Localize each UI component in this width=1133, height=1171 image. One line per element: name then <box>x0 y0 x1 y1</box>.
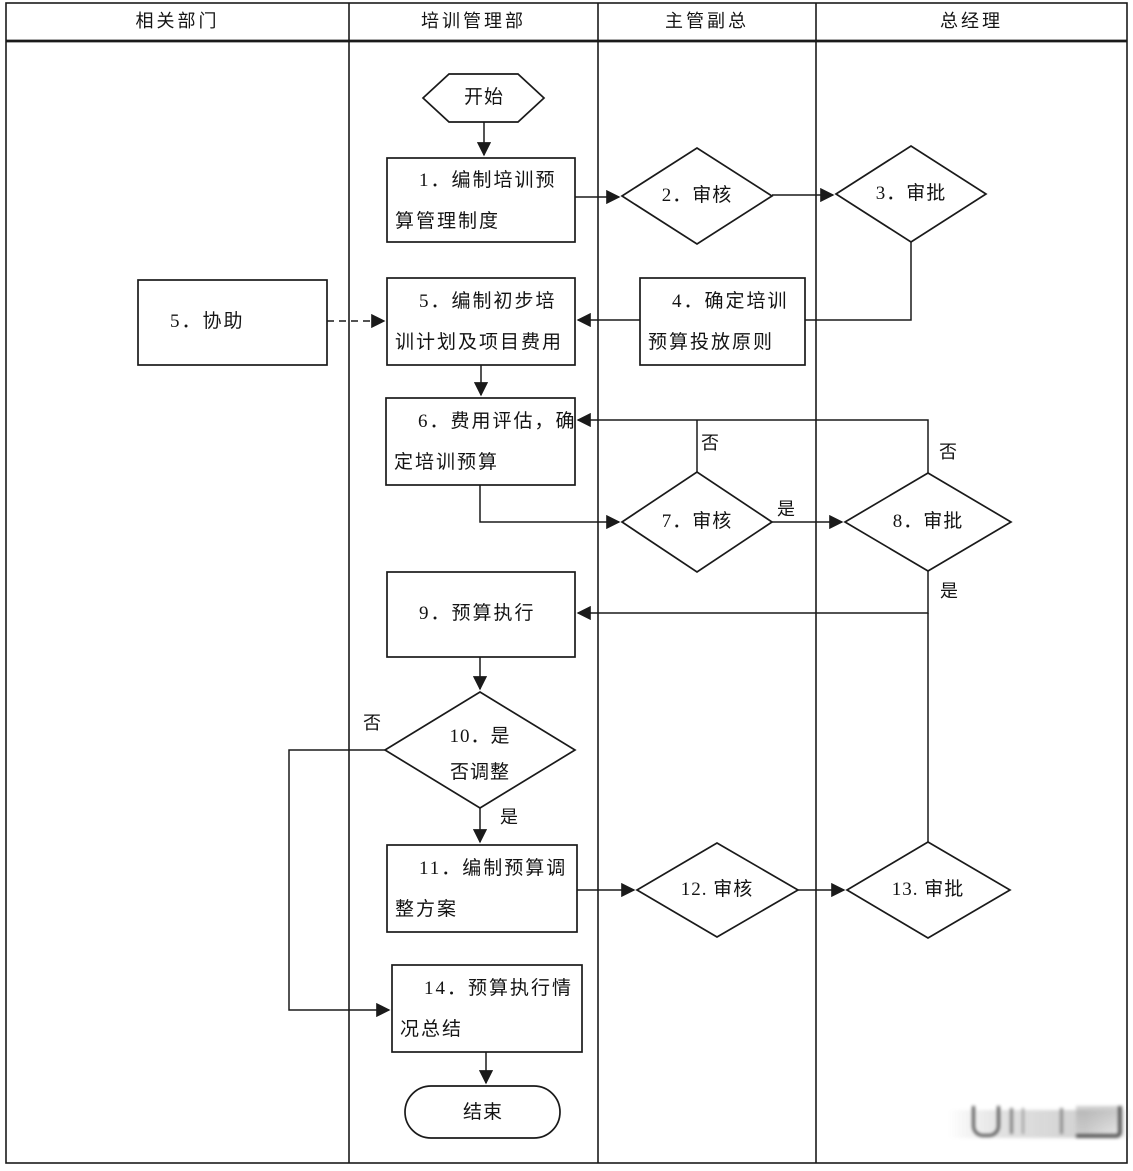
decision-12-shape <box>635 842 800 938</box>
watermark-tick-1 <box>1010 1108 1013 1134</box>
process-5-shape <box>386 277 576 366</box>
start-terminator-shape <box>421 73 546 123</box>
decision-3-shape <box>834 144 988 244</box>
edge-label-7-no: 否 <box>701 433 719 453</box>
decision-10-line2: 否调整 <box>449 762 510 783</box>
process-14-label: 14．预算执行情 况总结 <box>400 968 580 1050</box>
process-14-shape <box>391 964 583 1053</box>
decision-13-shape <box>845 841 1012 939</box>
edge-label-8-no: 否 <box>939 442 957 462</box>
process-1-shape <box>386 157 576 243</box>
decision-7-label: 7．审核 <box>661 511 733 532</box>
end-label: 结束 <box>462 1102 503 1123</box>
end-terminator-shape <box>404 1085 561 1139</box>
edge-6-to-7 <box>479 485 621 530</box>
process-1-line1: 1．编制培训预 <box>419 170 557 191</box>
process-4-line1: 4．确定培训 <box>672 291 789 312</box>
edge-10-no-to-14 <box>288 749 391 1018</box>
decision-7-shape <box>620 470 774 574</box>
decision-8-shape <box>843 472 1013 572</box>
decision-10-line1: 10．是 <box>449 726 511 747</box>
process-6-line2: 定培训预算 <box>394 452 500 473</box>
decision-10-label: 10．是 否调整 <box>420 719 540 791</box>
process-6-shape <box>385 397 576 486</box>
decision-12-label: 12. 审核 <box>680 879 754 900</box>
process-14-line2: 况总结 <box>400 1019 464 1040</box>
process-1-label: 1．编制培训预 算管理制度 <box>395 160 570 242</box>
process-9-line1: 9．预算执行 <box>419 603 536 624</box>
outer-border <box>5 2 1128 1164</box>
process-4-label: 4．确定培训 预算投放原则 <box>648 281 803 363</box>
process-5-label: 5．编制初步培 训计划及项目费用 <box>395 281 573 363</box>
watermark-hook-stroke <box>1076 1106 1122 1138</box>
process-9-label: 9．预算执行 <box>395 593 570 634</box>
process-11-shape <box>386 844 578 933</box>
process-1-line2: 算管理制度 <box>395 211 501 232</box>
start-label: 开始 <box>463 87 504 108</box>
decision-3-label: 3．审批 <box>875 183 947 204</box>
process-11-label: 11．编制预算调 整方案 <box>395 848 573 930</box>
edge-label-7-yes: 是 <box>777 499 795 519</box>
process-assist-label: 5．协助 <box>146 301 321 342</box>
watermark-u-stroke <box>972 1106 1000 1137</box>
lane-header-training-mgmt: 培训管理部 <box>421 11 526 31</box>
decision-10-shape <box>383 691 577 809</box>
process-11-line2: 整方案 <box>395 899 459 920</box>
edge-label-10-yes: 是 <box>500 807 518 827</box>
decision-2-label: 2．审核 <box>661 185 733 206</box>
process-6-label: 6．费用评估，确 定培训预算 <box>394 401 577 483</box>
lane-header-vp: 主管副总 <box>665 11 749 31</box>
watermark-tick-2 <box>1022 1108 1024 1134</box>
decision-13-label: 13. 审批 <box>891 879 965 900</box>
process-4-line2: 预算投放原则 <box>648 332 775 353</box>
process-5-line2: 训计划及项目费用 <box>395 332 564 353</box>
process-11-line1: 11．编制预算调 <box>419 858 568 879</box>
edge-label-8-yes: 是 <box>940 581 958 601</box>
edge-label-10-no: 否 <box>363 713 381 733</box>
process-5-line1: 5．编制初步培 <box>419 291 557 312</box>
process-9-shape <box>386 571 576 658</box>
process-assist-line1: 5．协助 <box>170 311 245 332</box>
lane-header-gm: 总经理 <box>940 11 1003 31</box>
lane-header-related-depts: 相关部门 <box>135 11 220 31</box>
process-4-shape <box>639 277 806 366</box>
process-14-line1: 14．预算执行情 <box>424 978 574 999</box>
decision-8-label: 8．审批 <box>892 511 964 532</box>
decision-2-shape <box>620 146 774 246</box>
watermark-tick-3 <box>1060 1108 1063 1134</box>
edge-3-to-4 <box>805 242 912 321</box>
watermark-smudge <box>948 1106 1130 1150</box>
process-6-line1: 6．费用评估，确 <box>418 411 577 432</box>
process-assist-shape <box>137 279 328 366</box>
edge-8-yes-to-9 <box>576 571 929 621</box>
edge-8-no-to-6 <box>576 412 929 473</box>
